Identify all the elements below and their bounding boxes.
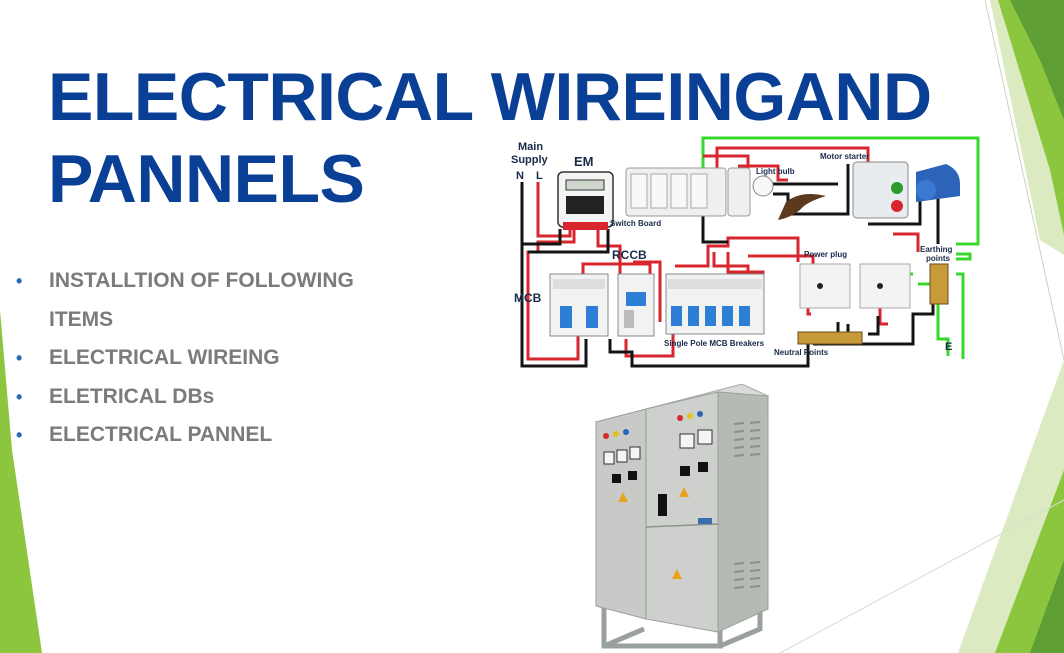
earth-label: E	[945, 341, 952, 353]
mcb-shape	[549, 273, 609, 337]
title-line-2: PANNELS	[48, 141, 365, 217]
neutral-points-shape	[797, 331, 863, 345]
motor-starter-label: Motor starter	[820, 152, 869, 161]
bullet-text-continuation: ITEMS	[49, 307, 114, 331]
energy-meter-shape	[557, 171, 614, 230]
left-green-sliver	[0, 310, 42, 653]
single-pole-mcb-shape	[665, 273, 765, 335]
bullet-dot-icon: •	[16, 271, 23, 291]
bullet-item: • ELECTRICAL PANNEL	[14, 416, 414, 455]
earthing-points-label-2: points	[926, 254, 951, 263]
bullet-list: • INSTALLTION OF FOLLOWING ITEMS • ELECT…	[14, 262, 414, 455]
main-supply-label: Main	[518, 141, 543, 153]
bullet-item: • ELETRICAL DBs	[14, 378, 414, 417]
bullet-item: • ELECTRICAL WIREING	[14, 339, 414, 378]
bullet-text: ELECTRICAL WIREING	[49, 346, 280, 369]
switch-board-label: Switch Board	[610, 219, 661, 228]
right-top-green-dark	[1010, 0, 1064, 120]
bullet-dot-icon: •	[16, 348, 23, 368]
motor-starter-shape	[852, 161, 960, 219]
right-bottom-green-dark	[1030, 560, 1064, 653]
live-label: L	[536, 170, 543, 182]
light-bulb-shape	[752, 175, 774, 197]
title-line-1: ELECTRICAL WIREINGAND	[48, 59, 932, 135]
bullet-item: • INSTALLTION OF FOLLOWING ITEMS	[14, 262, 414, 339]
mcb-label: MCB	[514, 291, 542, 305]
light-bulb-label: Light bulb	[756, 167, 795, 176]
bullet-text: INSTALLTION OF FOLLOWING	[49, 269, 354, 292]
neutral-label: N	[516, 170, 524, 182]
energy-meter-label: EM	[574, 154, 594, 169]
bullet-dot-icon: •	[16, 425, 23, 445]
earthing-points-shape	[929, 263, 949, 305]
power-plug-shape	[799, 263, 911, 309]
bullet-text: ELETRICAL DBs	[49, 384, 215, 408]
wiring-diagram-image: Main Supply N L EM Switch Board Light bu…	[508, 134, 984, 370]
rccb-label: RCCB	[612, 248, 647, 262]
earthing-points-label: Earthing	[920, 245, 953, 254]
panel-cabinet-image	[594, 384, 770, 649]
main-supply-label-2: Supply	[511, 154, 549, 166]
ceiling-fan-shape	[778, 194, 826, 220]
rccb-shape	[617, 273, 655, 337]
neutral-points-label: Neutral Points	[774, 348, 829, 357]
power-plug-label: Power plug	[804, 250, 847, 259]
slide-title: ELECTRICAL WIREINGAND PANNELS	[48, 56, 988, 220]
bullet-dot-icon: •	[16, 386, 23, 407]
switch-board-shape	[625, 167, 751, 217]
bullet-text: ELECTRICAL PANNEL	[49, 423, 273, 446]
single-pole-mcb-label: Single Pole MCB Breakers	[664, 339, 765, 348]
